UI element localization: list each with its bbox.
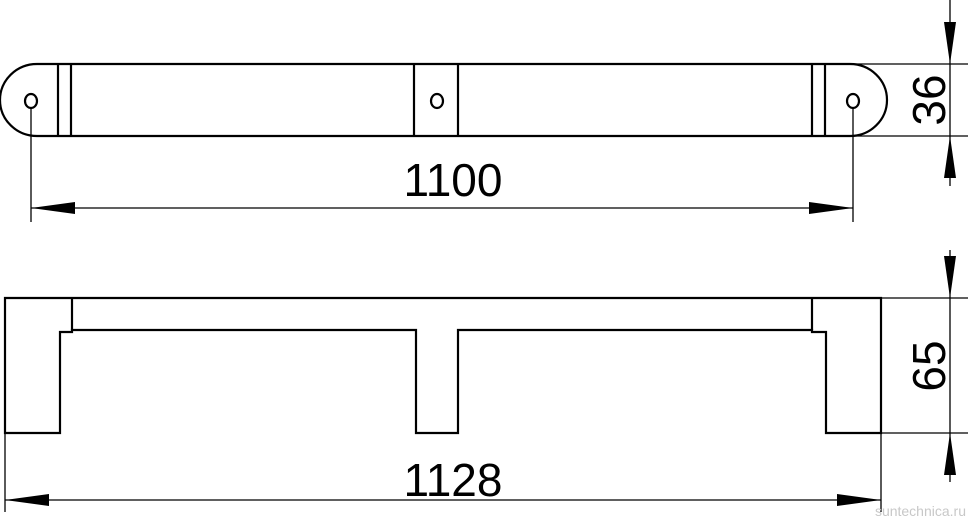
dimension-top-length: 1100 (30, 108, 854, 222)
arrowhead-left (31, 202, 75, 214)
watermark: suntechnica.ru (875, 503, 966, 519)
dimension-top-height: 36 (852, 0, 968, 186)
arrowhead-right (809, 202, 853, 214)
arrowhead-bottom (944, 136, 956, 178)
dimension-bottom-length: 1128 (4, 433, 882, 512)
top-view (0, 62, 889, 138)
front-view (3, 296, 883, 435)
arrowhead-bottom (944, 433, 956, 475)
dimension-bottom-height: 65 (826, 250, 968, 482)
mounting-hole-right (845, 92, 861, 110)
dimension-label-36: 36 (903, 74, 955, 125)
dimension-label-1128: 1128 (404, 454, 503, 506)
arrowhead-top (944, 22, 956, 64)
arrowhead-left (5, 494, 49, 506)
dimension-label-65: 65 (903, 340, 955, 391)
arrowhead-right (837, 494, 881, 506)
mounting-hole-left (23, 92, 39, 110)
arrowhead-top (944, 256, 956, 298)
mounting-hole-center (429, 92, 445, 110)
front-view-outline (3, 296, 883, 435)
top-view-outline (0, 62, 889, 138)
dimension-label-1100: 1100 (404, 154, 503, 206)
